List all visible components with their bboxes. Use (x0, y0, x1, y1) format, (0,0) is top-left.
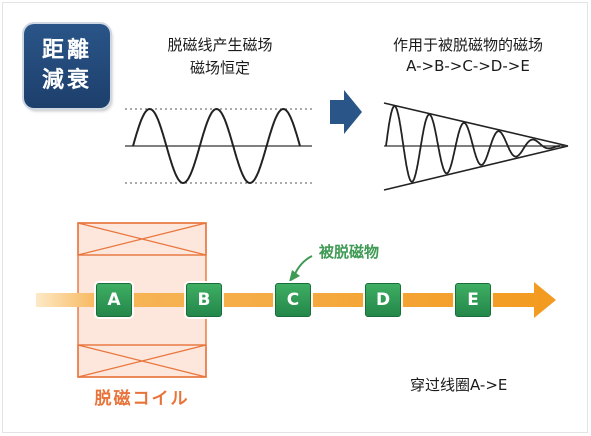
coil-top-winding (77, 222, 207, 256)
object-pointer-line (293, 255, 313, 277)
right-caption: 作用于被脱磁物的磁场 A->B->C->D->E (368, 34, 568, 75)
pass-through-label: 穿过线圈A->E (410, 376, 508, 394)
cone-upper-edge (383, 102, 569, 147)
block-d: D (365, 283, 401, 317)
coil-bottom-winding (77, 344, 207, 378)
left-caption-line-1: 脱磁线产生磁场 (167, 36, 273, 54)
demagnetized-object-label: 被脱磁物 (319, 243, 380, 261)
decaying-sine-wave (385, 105, 560, 183)
left-caption: 脱磁线产生磁场 磁场恒定 (140, 34, 300, 78)
distance-attenuation-badge: 距離 減衰 (24, 24, 110, 108)
left-caption-line-2: 磁场恒定 (189, 59, 250, 77)
transition-arrow-icon (330, 90, 362, 134)
cone-lower-edge (383, 145, 569, 191)
coil-bottom-cross-2 (77, 344, 207, 378)
constant-wave-plot (125, 107, 312, 185)
block-e: E (455, 283, 491, 317)
badge-line-2: 減衰 (41, 68, 92, 93)
right-caption-line-1: 作用于被脱磁物的磁场 (392, 36, 543, 54)
block-b: B (186, 283, 222, 317)
block-a: A (96, 283, 132, 317)
coil-top-cross-2 (77, 222, 207, 256)
badge-line-1: 距離 (41, 38, 92, 63)
block-c: C (275, 283, 311, 317)
right-caption-line-2: A->B->C->D->E (406, 57, 530, 75)
constant-sine-wave (132, 107, 301, 185)
demagnetizing-coil-label: 脱磁コイル (94, 389, 190, 409)
decaying-wave-plot (383, 102, 569, 191)
object-pointer-arrowhead-icon (289, 270, 300, 282)
